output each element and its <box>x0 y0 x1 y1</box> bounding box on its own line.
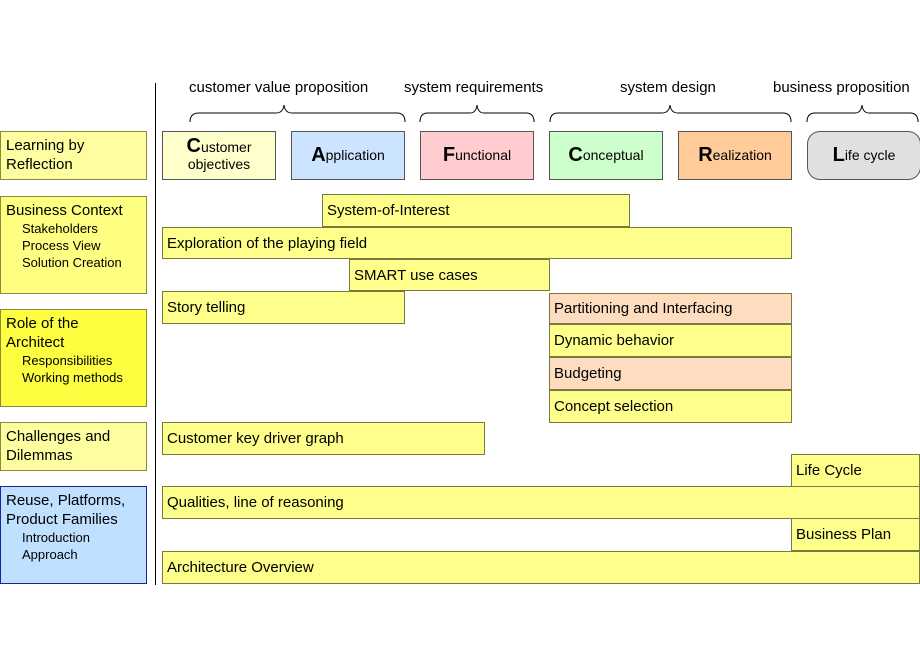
view-letter: C <box>186 135 201 157</box>
view-label: ife cycle <box>844 147 896 163</box>
view-letter: A <box>311 144 326 166</box>
view-label-line2: objectives <box>187 156 251 172</box>
bar-system-of-interest: System-of-Interest <box>322 194 630 227</box>
bar-qualities: Qualities, line of reasoning <box>162 486 920 519</box>
phase-business: business proposition <box>773 79 910 96</box>
sidebar-title: Learning by Reflection <box>6 137 85 173</box>
sidebar-sub: Working methods <box>22 370 123 385</box>
bar-concept-selection: Concept selection <box>549 390 792 423</box>
bar-partitioning: Partitioning and Interfacing <box>549 293 792 324</box>
sidebar-reuse-platforms: Reuse, Platforms, Product Families Intro… <box>0 486 147 584</box>
sidebar-title: Challenges and Dilemmas <box>6 428 111 464</box>
view-customer-objectives: Customer objectives <box>162 131 276 180</box>
view-label: ealization <box>712 147 772 163</box>
bar-dynamic-behavior: Dynamic behavior <box>549 324 792 357</box>
view-letter: R <box>698 144 713 166</box>
sidebar-title: Business Context <box>6 202 123 219</box>
view-letter: C <box>568 144 583 166</box>
phase-braces <box>189 104 919 123</box>
bar-story-telling: Story telling <box>162 291 405 324</box>
sidebar-sub: Process View <box>22 238 101 253</box>
bar-smart-use-cases: SMART use cases <box>349 259 550 291</box>
bar-business-plan: Business Plan <box>791 518 920 551</box>
bar-life-cycle: Life Cycle <box>791 454 920 487</box>
bar-customer-key-driver: Customer key driver graph <box>162 422 485 455</box>
brace-system-requirements <box>419 104 535 123</box>
sidebar-challenges-and-dilemmas: Challenges and Dilemmas <box>0 422 147 471</box>
bar-budgeting: Budgeting <box>549 357 792 390</box>
view-label: pplication <box>325 147 385 163</box>
sidebar-sub: Solution Creation <box>22 255 122 270</box>
sidebar-sub: Responsibilities <box>22 353 113 368</box>
view-label: onceptual <box>582 147 644 163</box>
brace-business <box>806 104 919 123</box>
column-divider <box>155 83 156 585</box>
bar-architecture-overview: Architecture Overview <box>162 551 920 584</box>
phase-system-design: system design <box>620 79 716 96</box>
sidebar-sub: Stakeholders <box>22 221 98 236</box>
sidebar-learning-by-reflection: Learning by Reflection <box>0 131 147 180</box>
sidebar-title: Role of the Architect <box>6 315 79 351</box>
bar-exploration: Exploration of the playing field <box>162 227 792 259</box>
brace-customer-value <box>189 104 406 123</box>
view-letter: F <box>442 144 456 166</box>
sidebar-sub: Introduction <box>22 530 90 545</box>
sidebar-title: Reuse, Platforms, Product Families <box>6 492 126 528</box>
view-letter: L <box>832 144 845 166</box>
phase-customer-value: customer value proposition <box>189 79 369 96</box>
sidebar-business-context: Business Context Stakeholders Process Vi… <box>0 196 147 294</box>
sidebar-sub: Approach <box>22 547 78 562</box>
phase-system-requirements: system requirements <box>404 79 544 96</box>
sidebar-role-of-architect: Role of the Architect Responsibilities W… <box>0 309 147 407</box>
brace-system-design <box>549 104 792 123</box>
view-label: unctional <box>455 147 512 163</box>
view-label: ustomer <box>200 139 252 155</box>
